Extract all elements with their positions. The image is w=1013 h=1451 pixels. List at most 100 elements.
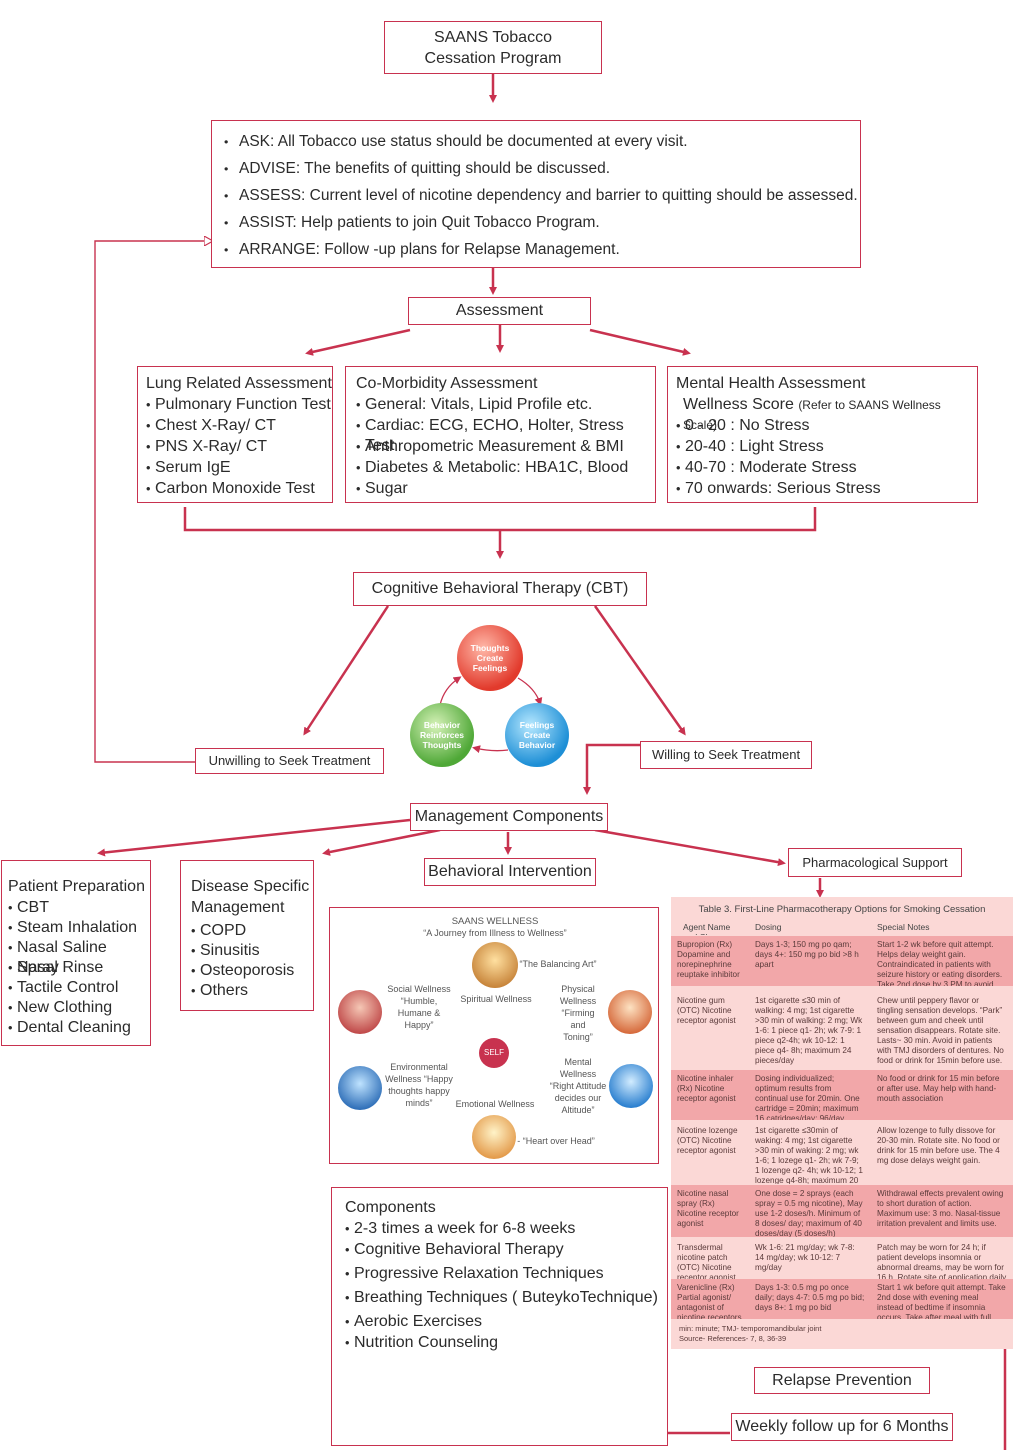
row-dosing: Wk 1-6: 21 mg/day; wk 7-8: 14 mg/day; wk… (755, 1243, 855, 1272)
table-row: Nicotine gum (OTC) Nicotine receptor ago… (671, 992, 1013, 1066)
component-item: Progressive Relaxation Techniques (345, 1264, 667, 1288)
stress-level-item: 70 onwards: Serious Stress (676, 479, 977, 500)
row-agent: Varenicline (Rx) Partial agonist/ antago… (677, 1283, 742, 1319)
row-dosing: 1st cigarette ≤30 min of walking: 4 mg; … (755, 996, 863, 1065)
disease-title-line1: Disease Specific (191, 878, 310, 895)
five-a-arrange: ARRANGE: Follow -up plans for Relapse Ma… (224, 240, 860, 267)
disease-item: Osteoporosis (191, 961, 313, 981)
arrow-to-unwilling (303, 605, 390, 736)
row-dosing: Dosing individualized; optimum results f… (755, 1074, 860, 1120)
arrow-to-disease (322, 828, 441, 856)
heart-photo (472, 1115, 516, 1159)
environmental-photo (338, 1066, 382, 1110)
header-agent: Agent Name and Class (683, 922, 731, 935)
stress-level-item: 40-70 : Moderate Stress (676, 458, 977, 479)
arrow-to-pharma (594, 828, 786, 867)
five-a-advise: ADVISE: The benefits of quitting should … (224, 159, 860, 186)
table-header-row: Agent Name and Class Dosing Special Note… (671, 919, 1013, 935)
five-a-list: ASK: All Tobacco use status should be do… (224, 132, 860, 267)
row-agent: Nicotine gum (OTC) Nicotine receptor ago… (677, 996, 736, 1025)
cbt-arrow-2 (472, 745, 509, 754)
disease-item: Others (191, 981, 313, 1001)
five-a-assist: ASSIST: Help patients to join Quit Tobac… (224, 213, 860, 240)
component-item: 2-3 times a week for 6-8 weeks (345, 1219, 667, 1240)
patient-preparation-box: Patient Preparation CBT Steam Inhalation… (1, 860, 151, 1046)
disease-title-line2: Management (191, 899, 285, 916)
social-photo (338, 990, 382, 1034)
row-notes: Start 1 wk before quit attempt. Take 2nd… (877, 1283, 1006, 1319)
table-row: Transdermal nicotine patch (OTC) Nicotin… (671, 1239, 1013, 1279)
lung-assessment-box: Lung Related Assessment Pulmonary Functi… (137, 366, 333, 503)
lung-item: Carbon Monoxide Test (146, 479, 332, 500)
mental-health-title: Mental Health Assessment (676, 375, 866, 392)
willing-box: Willing to Seek Treatment (640, 741, 812, 769)
management-components-box: Management Components (410, 803, 608, 831)
stress-level-item: 20-40 : Light Stress (676, 437, 977, 458)
comorbidity-assessment-box: Co-Morbidity Assessment General: Vitals,… (345, 366, 656, 503)
row-notes: Withdrawal effects prevalent owing to sh… (877, 1189, 1004, 1228)
arrow-to-lung (305, 328, 411, 356)
cbt-circle-behavior: Behavior Reinforces Thoughts (410, 703, 474, 767)
physical-wellness: Physical Wellness “Firming and Toning” (559, 984, 597, 1042)
row-dosing: 1st cigarette ≤30min of waking: 4 mg; 1s… (755, 1126, 863, 1184)
weekly-followup-box: Weekly follow up for 6 Months (731, 1413, 953, 1441)
patient-prep-item: Nasal Rinse (8, 958, 150, 978)
disease-specific-box: Disease Specific Management COPD Sinusit… (180, 860, 314, 1011)
disease-item: COPD (191, 921, 313, 941)
row-dosing: Days 1-3: 0.5 mg po once daily; days 4-7… (755, 1283, 865, 1312)
cbt-arrow-3 (439, 676, 462, 706)
five-a-ask: ASK: All Tobacco use status should be do… (224, 132, 860, 159)
mental-health-box: Mental Health Assessment Wellness Score … (667, 366, 978, 503)
comorbidity-list: General: Vitals, Lipid Profile etc. Card… (356, 395, 655, 500)
patient-preparation-list: CBT Steam Inhalation Nasal Saline Spray … (8, 898, 150, 1038)
emotional-wellness: Emotional Wellness (455, 1099, 535, 1109)
wellness-title: SAANS WELLNESS (451, 916, 539, 927)
self-label: SELF (483, 1048, 504, 1057)
component-item: Cognitive Behavioral Therapy (345, 1240, 667, 1264)
row-agent: Transdermal nicotine patch (OTC) Nicotin… (677, 1243, 736, 1279)
component-item: Nutrition Counseling (345, 1333, 667, 1354)
cbt-circle-feelings-label: Feelings Create Behavior (518, 720, 556, 750)
cbt-box: Cognitive Behavioral Therapy (CBT) (353, 572, 647, 606)
spiritual-wellness: Spiritual Wellness (460, 994, 532, 1004)
table-footnote-1: min: minute; TMJ- temporomandibular join… (679, 1324, 822, 1333)
mental-wellness: Mental Wellness “Right Attitude decides … (549, 1057, 607, 1115)
components-box: Components 2-3 times a week for 6-8 week… (331, 1187, 668, 1446)
pharmacological-support-box: Pharmacological Support (788, 848, 962, 877)
stress-level-item: 0 - 20 : No Stress (676, 416, 977, 437)
component-item: Aerobic Exercises (345, 1312, 667, 1333)
comorbidity-item: General: Vitals, Lipid Profile etc. (356, 395, 655, 416)
patient-preparation-title: Patient Preparation (8, 878, 145, 895)
arrow-willing-to-management (583, 743, 640, 795)
row-notes: Patch may be worn for 24 h; if patient d… (877, 1243, 1007, 1279)
lung-item: Pulmonary Function Test (146, 395, 332, 416)
wellness-score-label: Wellness Score (683, 396, 794, 413)
balancing-caption: “The Balancing Art” (519, 959, 597, 969)
table-row: Nicotine lozenge (OTC) Nicotine receptor… (671, 1122, 1013, 1184)
component-item: Breathing Techniques ( ButeykoTechnique) (345, 1288, 667, 1312)
lung-item: PNS X-Ray/ CT (146, 437, 332, 458)
components-list: 2-3 times a week for 6-8 weeks Cognitive… (345, 1219, 667, 1354)
social-wellness: Social Wellness “Humble, Humane & Happy” (387, 984, 451, 1030)
lung-assessment-title: Lung Related Assessment (146, 375, 332, 392)
bracket-assessments (183, 507, 817, 532)
wellness-score-line: Wellness Score (Refer to SAANS Wellness … (676, 395, 977, 432)
five-a-box: ASK: All Tobacco use status should be do… (211, 120, 861, 268)
patient-prep-item: CBT (8, 898, 150, 918)
disease-list: COPD Sinusitis Osteoporosis Others (191, 921, 313, 1001)
row-notes: Chew until peppery flavor or tingling se… (877, 996, 1004, 1065)
table-title: Table 3. First-Line Pharmacotherapy Opti… (698, 904, 986, 915)
cbt-arrow-1 (517, 677, 543, 706)
balancing-photo (472, 942, 518, 988)
arrow-to-willing (593, 605, 686, 736)
row-agent: Nicotine nasal spray (Rx) Nicotine recep… (677, 1189, 739, 1228)
program-title-line1: SAANS Tobacco (433, 28, 552, 46)
five-a-assess: ASSESS: Current level of nicotine depend… (224, 186, 860, 213)
row-agent: Bupropion (Rx) Dopamine and norepinephri… (677, 940, 740, 979)
row-dosing: Days 1-3; 150 mg po qam; days 4+: 150 mg… (755, 940, 859, 969)
assessment-box: Assessment (408, 297, 591, 325)
mental-photo (609, 1064, 653, 1108)
patient-prep-item: New Clothing (8, 998, 150, 1018)
wellness-panel: SAANS WELLNESS “A Journey from Illness t… (329, 907, 659, 1164)
cbt-circle-thoughts-label: Thoughts Create Feelings (470, 643, 510, 673)
